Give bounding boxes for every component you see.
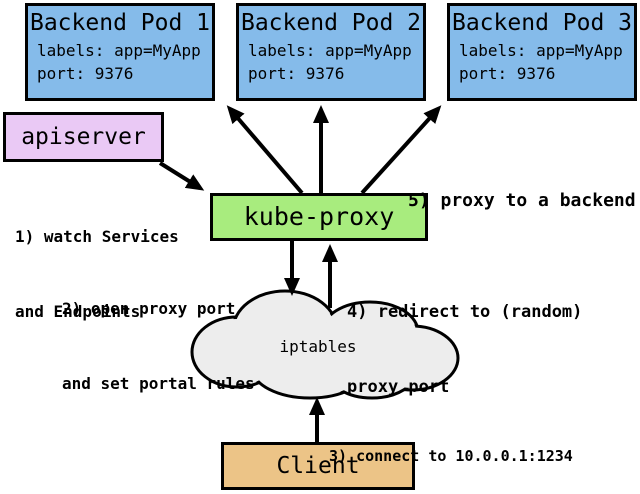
backend-pod-3-title: Backend Pod 3 (451, 10, 632, 36)
apiserver-box: apiserver (3, 112, 164, 162)
client-title: Client (276, 453, 360, 479)
backend-pod-2-labels: labels: app=MyApp (248, 41, 412, 60)
annotation-step5: 5) proxy to a backend (408, 148, 636, 253)
backend-pod-2-title: Backend Pod 2 (240, 10, 421, 36)
iptables-label: iptables (279, 337, 357, 356)
backend-pod-3-box: Backend Pod 3 labels: app=MyApp port: 93… (447, 3, 637, 101)
iptables-cloud-fill (194, 293, 456, 396)
arrow-kubeproxy-to-pod1 (226, 105, 304, 195)
annotation-step3-line1: 3) connect to 10.0.0.1:1234 (329, 447, 573, 465)
arrow-apiserver-to-kubeproxy (158, 161, 205, 191)
annotation-step4: 4) redirect to (random) proxy port (347, 250, 582, 450)
annotation-step2-line1: 2) open proxy port (62, 299, 236, 318)
arrow-kubeproxy-to-pod3 (360, 105, 442, 195)
annotation-step2: 2) open proxy port and set portal rules (62, 246, 255, 446)
annotation-step1-line2: and Endpoints (15, 302, 141, 321)
annotation-step1-line1: 1) watch Services (15, 227, 179, 246)
annotation-step4-line2: proxy port (347, 377, 450, 397)
backend-pod-1-title: Backend Pod 1 (29, 10, 210, 36)
kube-proxy-title: kube-proxy (243, 202, 395, 231)
annotation-step2-line2: and set portal rules (62, 374, 255, 393)
backend-pod-3-labels: labels: app=MyApp (459, 41, 623, 60)
annotation-step3: 3) connect to 10.0.0.1:1234 (329, 411, 573, 494)
kube-proxy-box: kube-proxy (210, 193, 428, 241)
client-box: Client (221, 442, 415, 490)
apiserver-title: apiserver (21, 124, 146, 150)
annotation-step4-line1: 4) redirect to (random) (347, 302, 583, 322)
backend-pod-3-port: port: 9376 (459, 64, 556, 83)
backend-pod-3-details: labels: app=MyApp port: 9376 (450, 36, 634, 85)
backend-pod-2-port: port: 9376 (248, 64, 345, 83)
backend-pod-2-details: labels: app=MyApp port: 9376 (239, 36, 423, 85)
backend-pod-1-labels: labels: app=MyApp (37, 41, 201, 60)
backend-pod-1-details: labels: app=MyApp port: 9376 (28, 36, 212, 85)
backend-pod-2-box: Backend Pod 2 labels: app=MyApp port: 93… (236, 3, 426, 101)
backend-pod-1-port: port: 9376 (37, 64, 134, 83)
annotation-step1: 1) watch Services and Endpoints (15, 174, 179, 374)
backend-pod-1-box: Backend Pod 1 labels: app=MyApp port: 93… (25, 3, 215, 101)
annotation-step5-line1: 5) proxy to a backend (408, 190, 636, 211)
